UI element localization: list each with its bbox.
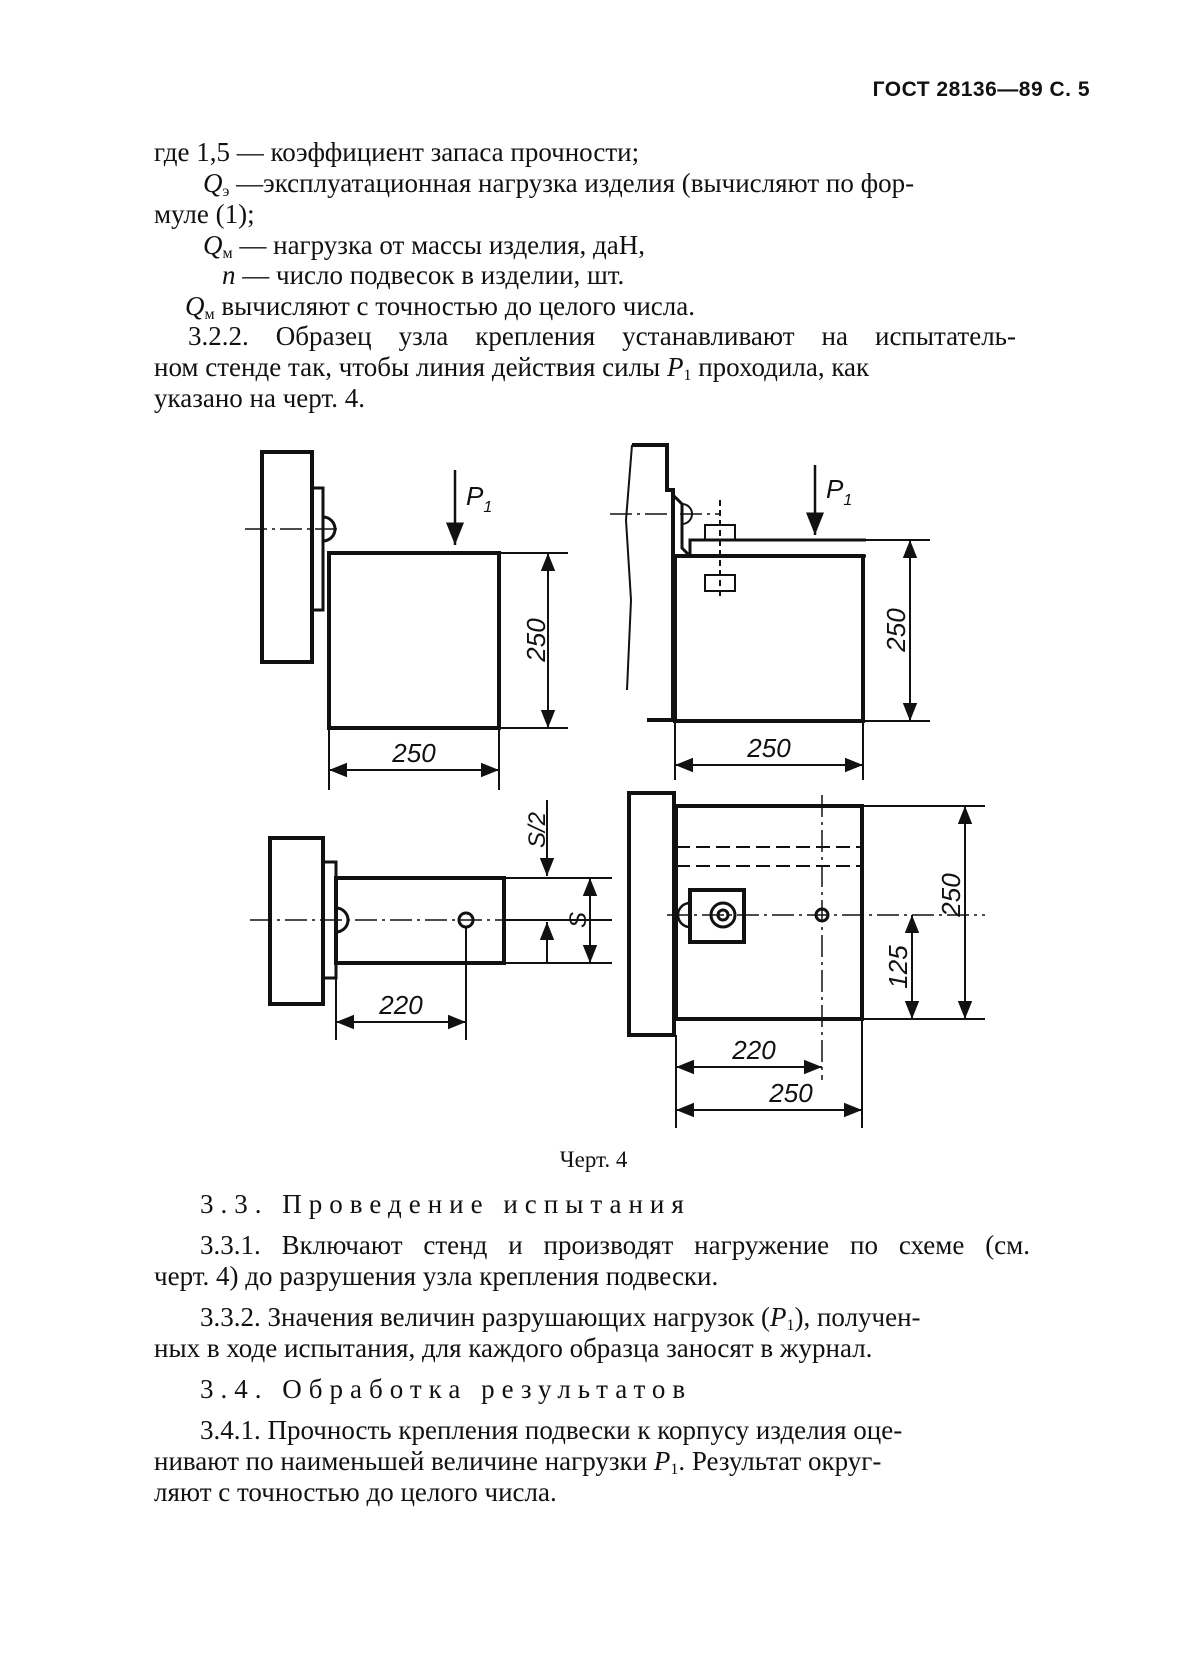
dim-220-right: 220: [731, 1035, 776, 1065]
section-3-4-heading: 3.4. Обработка результатов: [200, 1374, 693, 1404]
legend-line-3: муле (1);: [154, 199, 255, 229]
legend-line-6: Qм вычисляют с точностью до целого числа…: [185, 291, 695, 323]
legend-line-2: Qэ —эксплуатационная нагрузка изделия (в…: [203, 168, 915, 200]
p331-line-2: черт. 4) до разрушения узла крепления по…: [154, 1261, 719, 1291]
page-header: ГОСТ 28136—89 С. 5: [872, 78, 1090, 101]
dim-250-h-bottom: 250: [768, 1078, 813, 1108]
legend-line-1: где 1,5 — коэффициент запаса прочности;: [154, 137, 640, 167]
view-bottom-left: [250, 800, 612, 1040]
legend-line-4: Qм — нагрузка от массы изделия, даН,: [203, 230, 645, 262]
p341-line-2: нивают по наименьшей величине нагрузки P…: [154, 1446, 882, 1478]
dim-220-left: 220: [378, 990, 423, 1020]
dim-250-v-left: 250: [521, 618, 551, 663]
p322-line-1: 3.2.2. Образец узла крепления устанавлив…: [188, 321, 1016, 351]
dim-125: 125: [883, 945, 913, 989]
view-top-right: [610, 443, 930, 780]
dim-s-half: S/2: [524, 812, 551, 848]
dim-s: S: [565, 912, 592, 928]
dim-250-v-right: 250: [881, 608, 911, 653]
view-bottom-right: [627, 791, 985, 1128]
figure-caption: Черт. 4: [559, 1147, 628, 1172]
section-3-3-heading: 3.3. Проведение испытания: [200, 1189, 691, 1219]
p322-line-3: указано на черт. 4.: [154, 383, 365, 413]
p332-line-1: 3.3.2. Значения величин разрушающих нагр…: [200, 1302, 921, 1334]
force-label-right: P1: [826, 474, 852, 509]
p341-line-1: 3.4.1. Прочность крепления подвески к ко…: [200, 1415, 903, 1445]
dim-250-v-bottom: 250: [936, 873, 966, 918]
dim-250-h-left: 250: [391, 738, 436, 768]
figure-labels: P1 P1 250 250 250 250 S/2 S 220 250 125 …: [378, 474, 966, 1108]
view-top-left: [245, 450, 568, 790]
legend-line-5: n — число подвесок в изделии, шт.: [222, 260, 625, 290]
dim-250-h-right: 250: [746, 733, 791, 763]
p331-line-1: 3.3.1. Включают стенд и производят нагру…: [200, 1230, 1030, 1260]
p322-line-2: ном стенде так, чтобы линия действия сил…: [154, 352, 870, 384]
p341-line-3: ляют с точностью до целого числа.: [154, 1477, 557, 1507]
force-label-left: P1: [466, 481, 492, 516]
p332-line-2: ных в ходе испытания, для каждого образц…: [154, 1333, 873, 1363]
